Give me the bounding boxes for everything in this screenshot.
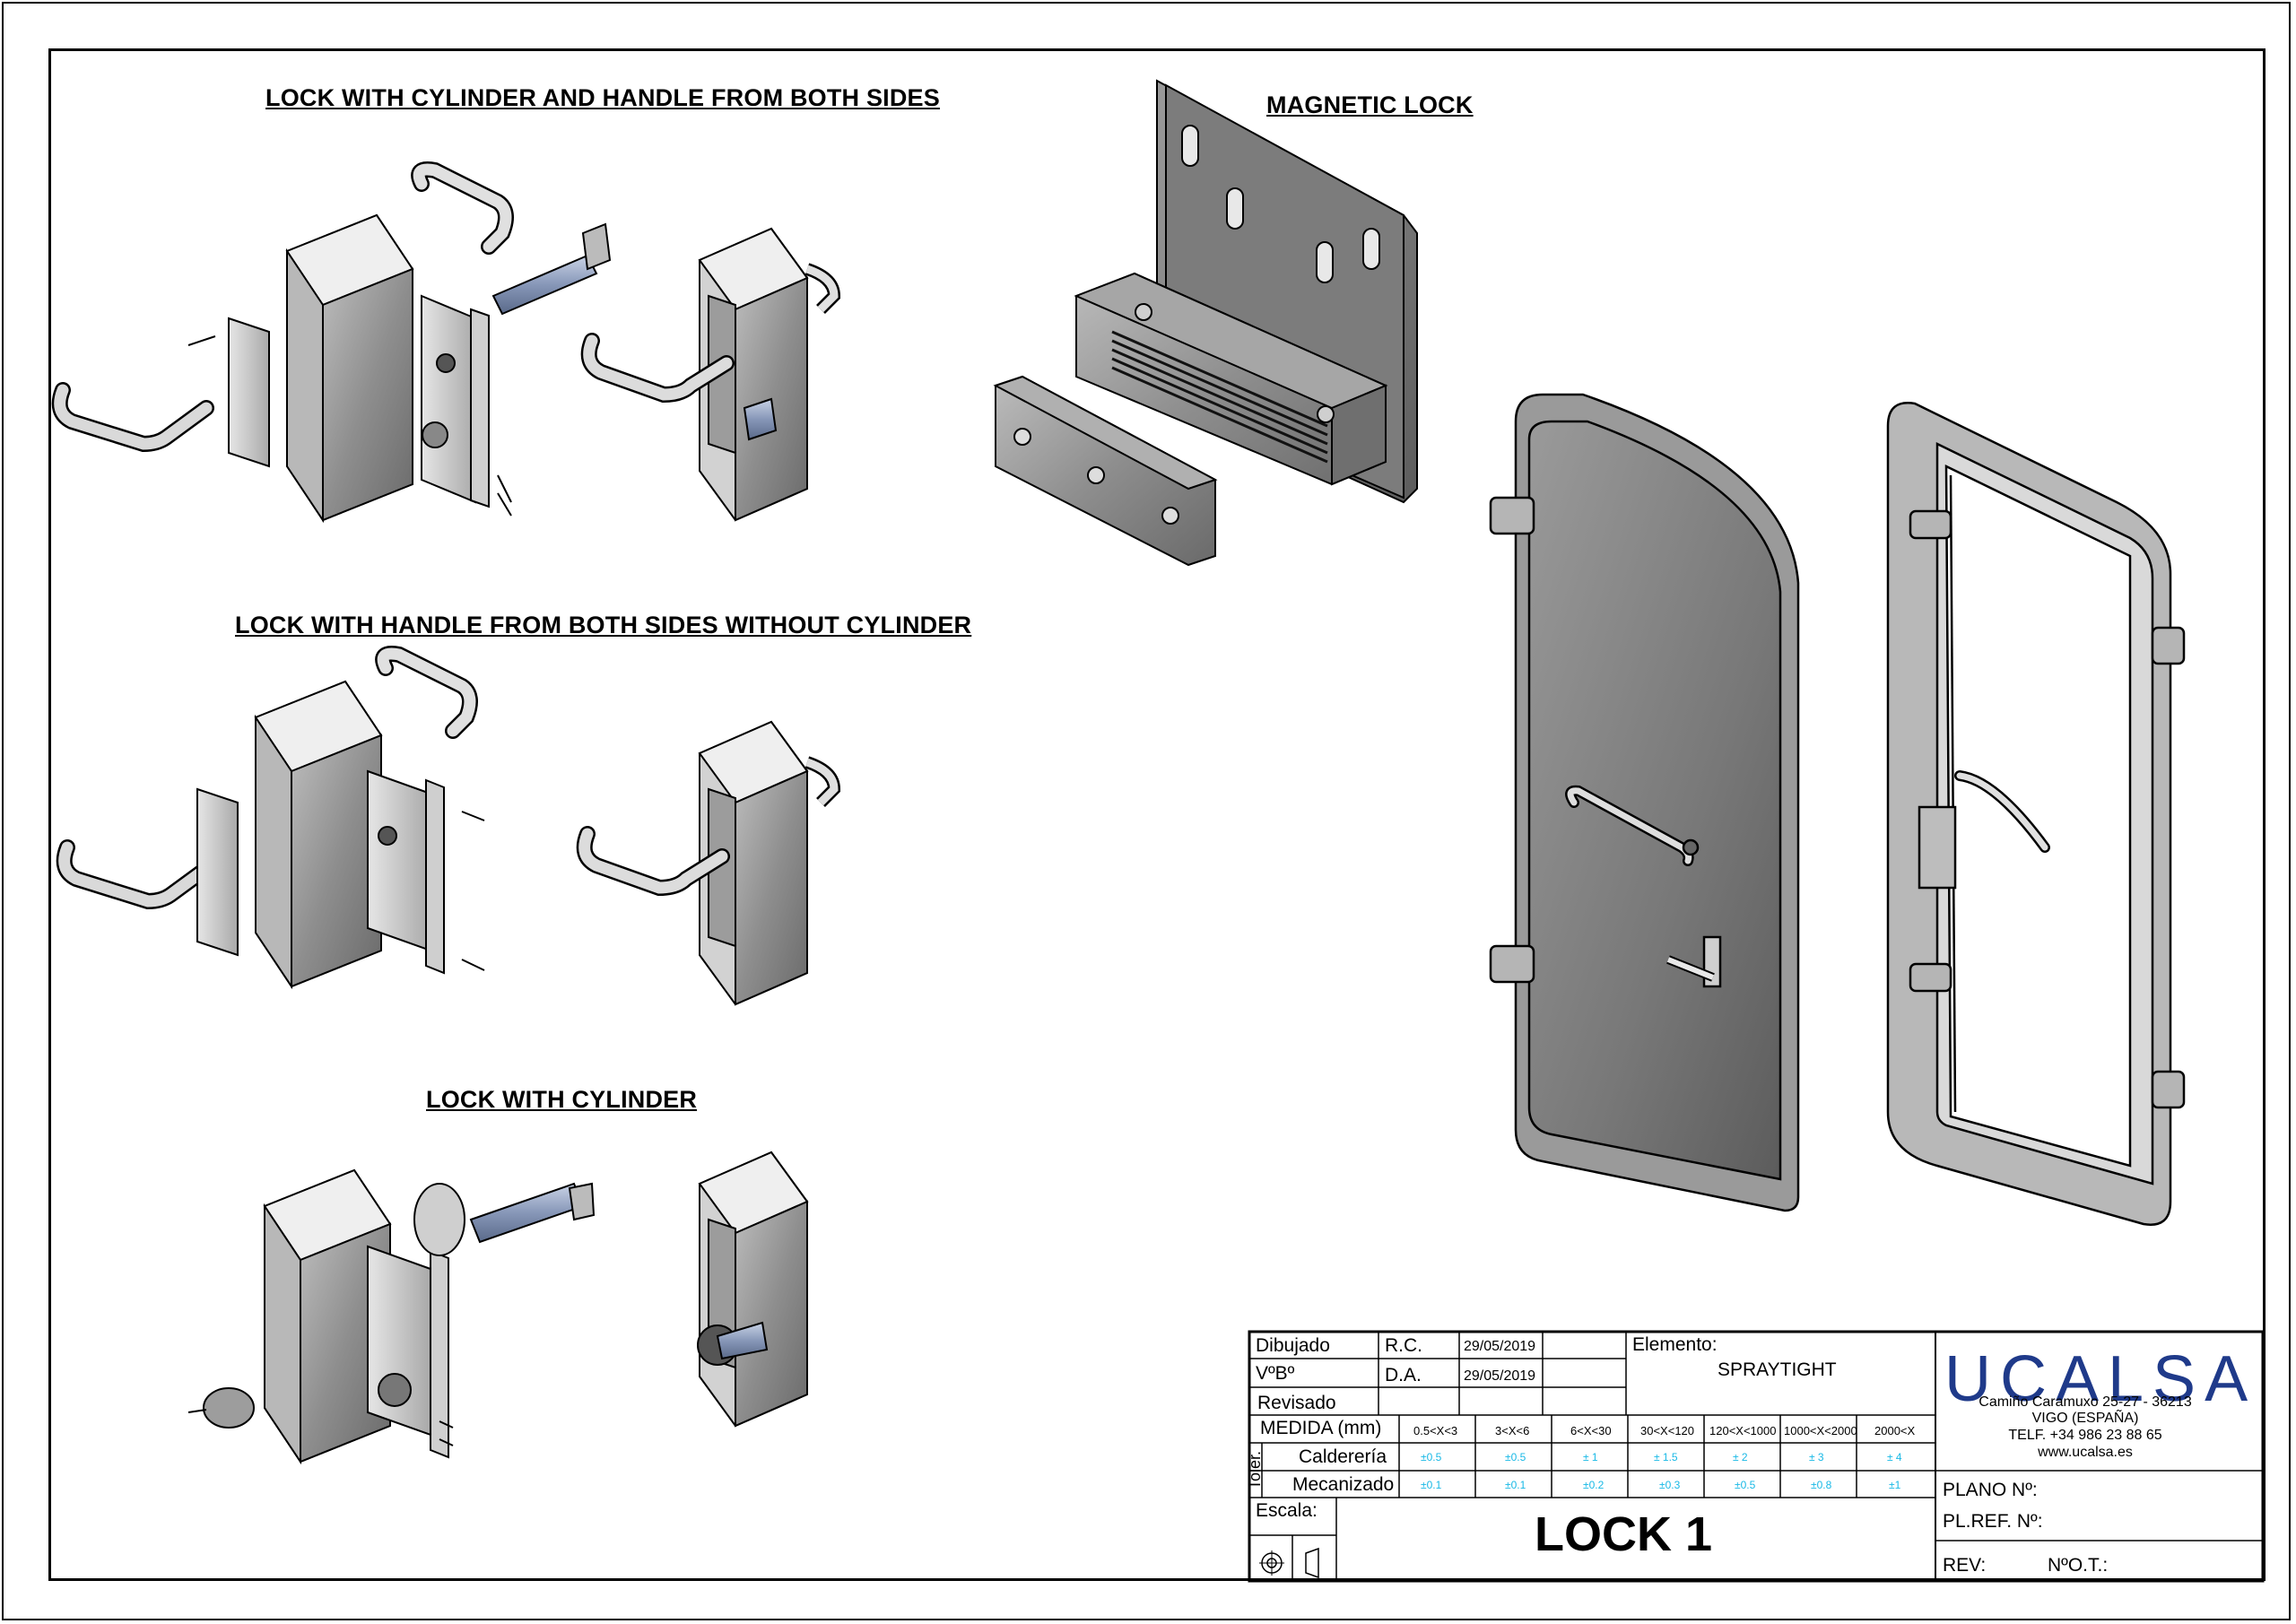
company-phone: TELF. +34 986 23 88 65 (2008, 1428, 2162, 1443)
label-mecanizado: Mecanizado (1292, 1474, 1395, 1495)
company-city: VIGO (ESPAÑA) (2031, 1411, 2139, 1426)
label-plref: PL.REF. Nº: (1943, 1511, 2043, 1532)
range-3: 30<X<120 (1640, 1424, 1695, 1437)
label-dibujado: Dibujado (1256, 1335, 1330, 1356)
range-1: 3<X<6 (1495, 1424, 1530, 1437)
assembled-lock-handle (576, 720, 841, 1006)
exploded-lock-handle (56, 646, 485, 990)
mecanizado-6: ±1 (1889, 1479, 1901, 1491)
caldereria-3: ± 1.5 (1654, 1451, 1678, 1463)
spraytight-door-back (1886, 402, 2186, 1226)
label-revisado: Revisado (1257, 1393, 1336, 1413)
label-rev: REV: (1943, 1555, 1987, 1576)
vobo-by: D.A. (1385, 1365, 1422, 1385)
label-escala: Escala: (1256, 1500, 1318, 1521)
caldereria-6: ± 4 (1887, 1451, 1902, 1463)
range-5: 1000<X<2000 (1784, 1424, 1857, 1437)
title-block-grid (1248, 1330, 2265, 1583)
title-magnetic-lock: MAGNETIC LOCK (1266, 91, 1474, 118)
title-lock-cylinder: LOCK WITH CYLINDER (426, 1086, 698, 1113)
caldereria-1: ±0.5 (1505, 1451, 1526, 1463)
mecanizado-0: ±0.1 (1421, 1479, 1442, 1491)
range-4: 120<X<1000 (1709, 1424, 1777, 1437)
spraytight-door-front (1489, 393, 1800, 1212)
exploded-lock-cylinder-handle (51, 161, 612, 524)
exploded-lock-cylinder (187, 1168, 596, 1465)
label-elemento: Elemento: (1632, 1334, 1718, 1355)
company-address: Camiño Caramuxo 25-27 - 36213 (1979, 1394, 2192, 1410)
mecanizado-3: ±0.3 (1659, 1479, 1681, 1491)
assembled-lock-cylinder (697, 1151, 809, 1428)
assembled-lock-cylinder-handle (580, 227, 841, 522)
range-2: 6<X<30 (1570, 1424, 1612, 1437)
mecanizado-1: ±0.1 (1505, 1479, 1526, 1491)
range-6: 2000<X (1874, 1424, 1916, 1437)
caldereria-2: ± 1 (1583, 1451, 1598, 1463)
dibujado-by: R.C. (1385, 1335, 1422, 1356)
label-toler: Toler. (1246, 1450, 1265, 1490)
magnetic-lock-assembly (993, 79, 1418, 567)
mecanizado-5: ±0.8 (1811, 1479, 1832, 1491)
caldereria-5: ± 3 (1809, 1451, 1824, 1463)
company-logo: UCALSA (1944, 1343, 2257, 1415)
label-not: NºO.T.: (2048, 1555, 2109, 1576)
label-plano: PLANO Nº: (1943, 1480, 2038, 1500)
mecanizado-2: ±0.2 (1583, 1479, 1605, 1491)
dibujado-date: 29/05/2019 (1464, 1339, 1536, 1354)
vobo-date: 29/05/2019 (1464, 1368, 1536, 1384)
title-lock-handle-no-cylinder: LOCK WITH HANDLE FROM BOTH SIDES WITHOUT… (235, 612, 972, 638)
title-lock-cylinder-handle: LOCK WITH CYLINDER AND HANDLE FROM BOTH … (265, 84, 940, 111)
elemento-value: SPRAYTIGHT (1718, 1359, 1837, 1380)
label-vobo: VºBº (1256, 1363, 1295, 1384)
caldereria-4: ± 2 (1733, 1451, 1748, 1463)
caldereria-0: ±0.5 (1421, 1451, 1442, 1463)
range-0: 0.5<X<3 (1413, 1424, 1458, 1437)
company-web: www.ucalsa.es (2038, 1445, 2133, 1460)
label-medida: MEDIDA (mm) (1260, 1418, 1382, 1438)
drawing-title: LOCK 1 (1534, 1507, 1713, 1561)
label-caldereria: Calderería (1299, 1446, 1387, 1467)
mecanizado-4: ±0.5 (1735, 1479, 1756, 1491)
sheet-inner-border (48, 48, 2266, 1581)
